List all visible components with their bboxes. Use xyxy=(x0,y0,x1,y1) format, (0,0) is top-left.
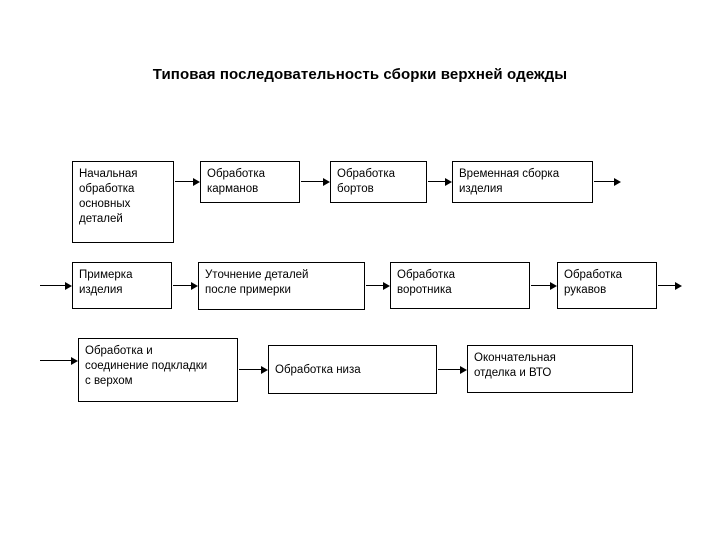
process-box-n4: Временная сборка изделия xyxy=(452,161,593,203)
flow-arrow-n2-to-n3 xyxy=(301,177,330,186)
flow-arrow-n1-to-n2 xyxy=(175,177,200,186)
process-box-n6: Уточнение деталей после примерки xyxy=(198,262,365,310)
process-box-n8: Обработка рукавов xyxy=(557,262,657,309)
flow-arrow-n5-to-n6 xyxy=(173,281,198,290)
process-box-n11: Окончательная отделка и ВТО xyxy=(467,345,633,393)
process-box-n5: Примерка изделия xyxy=(72,262,172,309)
process-box-n10: Обработка низа xyxy=(268,345,437,394)
process-box-n7: Обработка воротника xyxy=(390,262,530,309)
flow-arrow-n10-to-n11 xyxy=(438,365,467,374)
process-box-n3: Обработка бортов xyxy=(330,161,427,203)
flow-arrow-row1-wrap-to-n5 xyxy=(40,281,72,290)
flow-arrow-row2-wrap-to-n9 xyxy=(40,356,78,365)
flow-arrow-n6-to-n7 xyxy=(366,281,390,290)
process-box-n1: Начальная обработка основных деталей xyxy=(72,161,174,243)
flow-arrow-n3-to-n4 xyxy=(428,177,452,186)
flow-arrow-n7-to-n8 xyxy=(531,281,557,290)
flow-arrow-n9-to-n10 xyxy=(239,365,268,374)
flow-arrow-n4-to-row2-wrap xyxy=(594,177,621,186)
page-title: Типовая последовательность сборки верхне… xyxy=(152,66,568,83)
process-box-n2: Обработка карманов xyxy=(200,161,300,203)
process-box-n9: Обработка и соединение подкладки с верхо… xyxy=(78,338,238,402)
flow-arrow-n8-to-row3-wrap xyxy=(658,281,682,290)
